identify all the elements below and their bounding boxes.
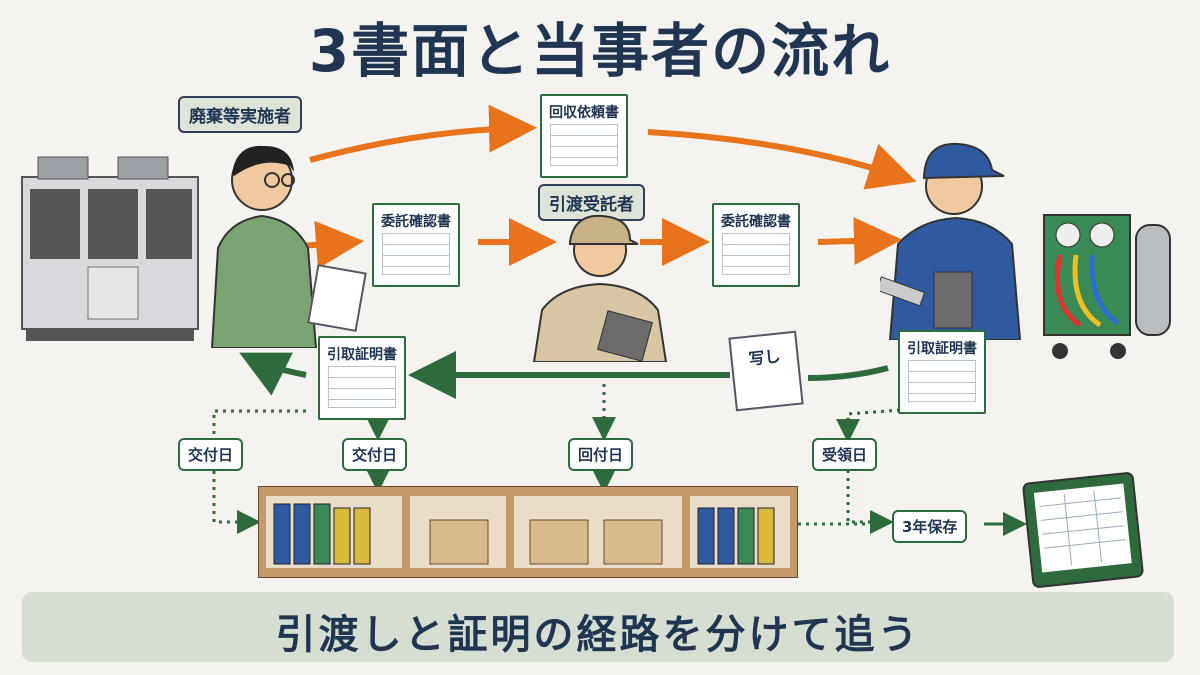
doc-lines xyxy=(328,366,396,408)
handheld-document-icon xyxy=(307,264,367,332)
page-title: 3書面と当事者の流れ xyxy=(308,17,892,85)
doc-consignment-left-label: 委託確認書 xyxy=(381,214,451,230)
transferee-person-icon xyxy=(532,214,668,362)
actor-label-transferee: 引渡受託者 xyxy=(538,184,645,221)
doc-copy: 写し xyxy=(728,330,804,412)
doc-lines xyxy=(908,360,976,402)
arrow-to-consign-left xyxy=(299,220,364,269)
discharger-person-icon xyxy=(210,145,318,348)
recovery-machine-icon xyxy=(1043,214,1171,359)
doc-lines xyxy=(550,124,618,166)
doc-consignment-confirm-right: 委託確認書 xyxy=(712,203,800,287)
doc-recovery-request-label: 回収依頼書 xyxy=(549,105,619,121)
arrow-cert-return-left xyxy=(239,352,307,396)
doc-consignment-confirm-left: 委託確認書 xyxy=(372,203,460,287)
doc-recovery-request: 回収依頼書 xyxy=(540,94,628,178)
actor-label-discharger: 廃棄等実施者 xyxy=(178,96,302,133)
date-tag-issue-left: 交付日 xyxy=(178,438,244,471)
summary-banner-text: 引渡しと証明の経路を分けて追う xyxy=(275,612,921,658)
arrow-worker-to-copy xyxy=(807,365,889,381)
date-tag-receipt: 受領日 xyxy=(812,438,878,471)
filing-shelf-icon xyxy=(258,486,798,578)
retention-tag: 3年保存 xyxy=(892,510,968,543)
dotted-right-cert-to-receipt xyxy=(836,408,901,443)
doc-lines xyxy=(382,233,450,275)
date-tag-return: 回付日 xyxy=(568,438,634,471)
outdoor-unit-icon xyxy=(21,156,199,341)
doc-receipt-cert-right: 引取証明書 xyxy=(898,330,986,414)
doc-consignment-right-label: 委託確認書 xyxy=(721,214,791,230)
arrow-consign-to-worker xyxy=(817,217,902,265)
arrow-to-recovery-request xyxy=(309,104,537,163)
doc-receipt-right-label: 引取証明書 xyxy=(907,341,977,357)
technician-person-icon xyxy=(880,142,1022,340)
arrow-recovery-to-worker xyxy=(647,129,917,190)
doc-receipt-left-label: 引取証明書 xyxy=(327,347,397,363)
doc-copy-label: 写し xyxy=(747,346,782,369)
doc-lines xyxy=(722,233,790,275)
ledger-icon xyxy=(1022,472,1144,588)
doc-receipt-cert-left: 引取証明書 xyxy=(318,336,406,420)
date-tag-issue-mid: 交付日 xyxy=(342,438,408,471)
dotted-receipt-to-retention xyxy=(846,470,894,534)
summary-banner: 引渡しと証明の経路を分けて追う xyxy=(22,592,1174,662)
